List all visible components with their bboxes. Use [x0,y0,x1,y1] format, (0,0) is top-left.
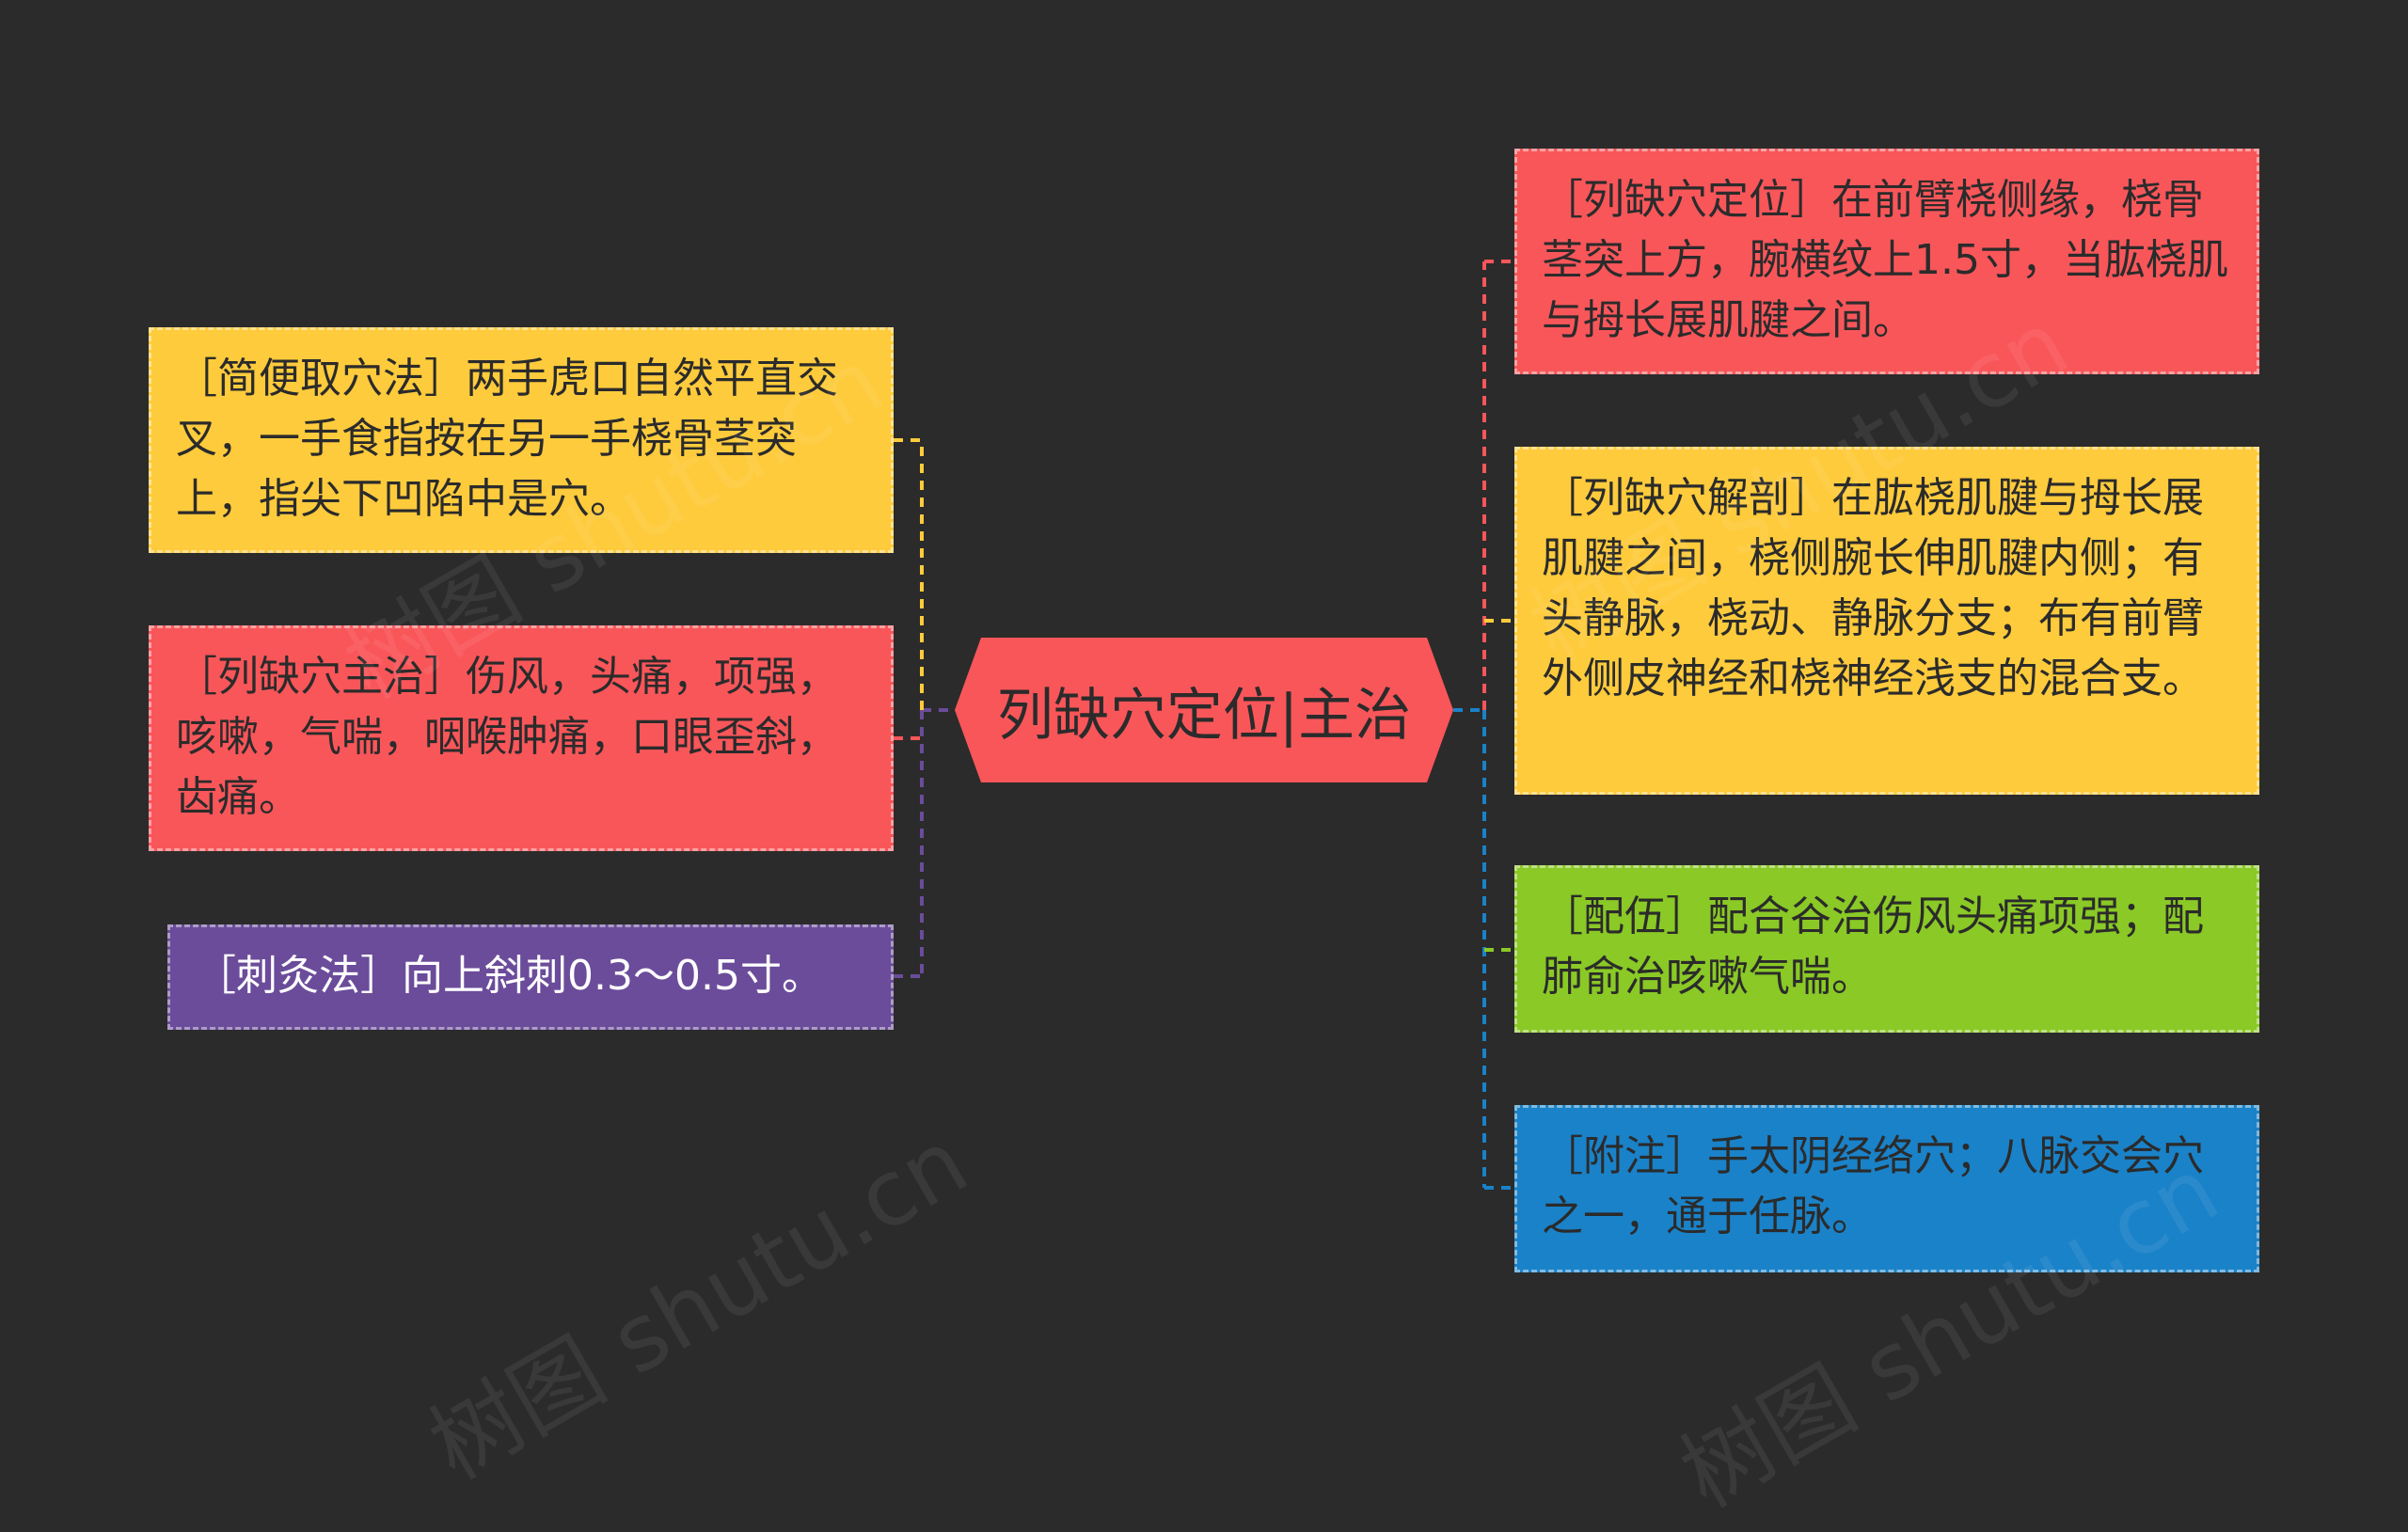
node-combination[interactable]: ［配伍］配合谷治伤风头痛项强；配肺俞治咳嗽气喘。 [1514,865,2259,1033]
node-tag: ［列缺穴解剖］ [1542,474,1831,522]
node-text: 手太阴经络穴；八脉交会穴之一，通于任脉。 [1542,1132,2204,1240]
node-tag: ［列缺穴主治］ [176,653,466,701]
node-needling[interactable]: ［刺灸法］向上斜刺0.3～0.5寸。 [167,924,894,1030]
node-tag: ［简便取穴法］ [176,355,466,403]
node-text: 两手虎口自然平直交叉，一手食指按在另一手桡骨茎突上，指尖下凹陷中是穴。 [176,355,838,523]
node-tag: ［刺灸法］ [195,952,402,1000]
node-text: 伤风，头痛，项强，咳嗽，气喘，咽喉肿痛，口眼歪斜，齿痛。 [176,653,838,821]
mind-map-canvas: 列缺穴定位|主治 ［简便取穴法］两手虎口自然平直交叉，一手食指按在另一手桡骨茎突… [149,149,2259,1528]
node-tag: ［列缺穴定位］ [1542,176,1831,224]
node-tag: ［附注］ [1542,1132,1707,1180]
node-location[interactable]: ［列缺穴定位］在前臂桡侧缘，桡骨茎突上方，腕横纹上1.5寸，当肱桡肌与拇长展肌腱… [1514,149,2259,374]
center-topic[interactable]: 列缺穴定位|主治 [955,638,1453,782]
node-tag: ［配伍］ [1542,892,1707,940]
node-quick-locate[interactable]: ［简便取穴法］两手虎口自然平直交叉，一手食指按在另一手桡骨茎突上，指尖下凹陷中是… [149,327,894,553]
connector-lines [894,260,1514,1190]
node-text: 在前臂桡侧缘，桡骨茎突上方，腕横纹上1.5寸，当肱桡肌与拇长展肌腱之间。 [1542,176,2228,344]
center-topic-label: 列缺穴定位|主治 [996,682,1412,749]
center-topic-shape [955,638,1453,782]
node-text: 向上斜刺0.3～0.5寸。 [402,952,823,1000]
node-note[interactable]: ［附注］手太阴经络穴；八脉交会穴之一，通于任脉。 [1514,1105,2259,1272]
node-text: 在肱桡肌腱与拇长展肌腱之间，桡侧腕长伸肌腱内侧；有头静脉，桡动、静脉分支；布有前… [1542,474,2204,703]
node-text: 配合谷治伤风头痛项强；配肺俞治咳嗽气喘。 [1542,892,2204,1001]
node-anatomy[interactable]: ［列缺穴解剖］在肱桡肌腱与拇长展肌腱之间，桡侧腕长伸肌腱内侧；有头静脉，桡动、静… [1514,447,2259,795]
node-indications[interactable]: ［列缺穴主治］伤风，头痛，项强，咳嗽，气喘，咽喉肿痛，口眼歪斜，齿痛。 [149,625,894,851]
